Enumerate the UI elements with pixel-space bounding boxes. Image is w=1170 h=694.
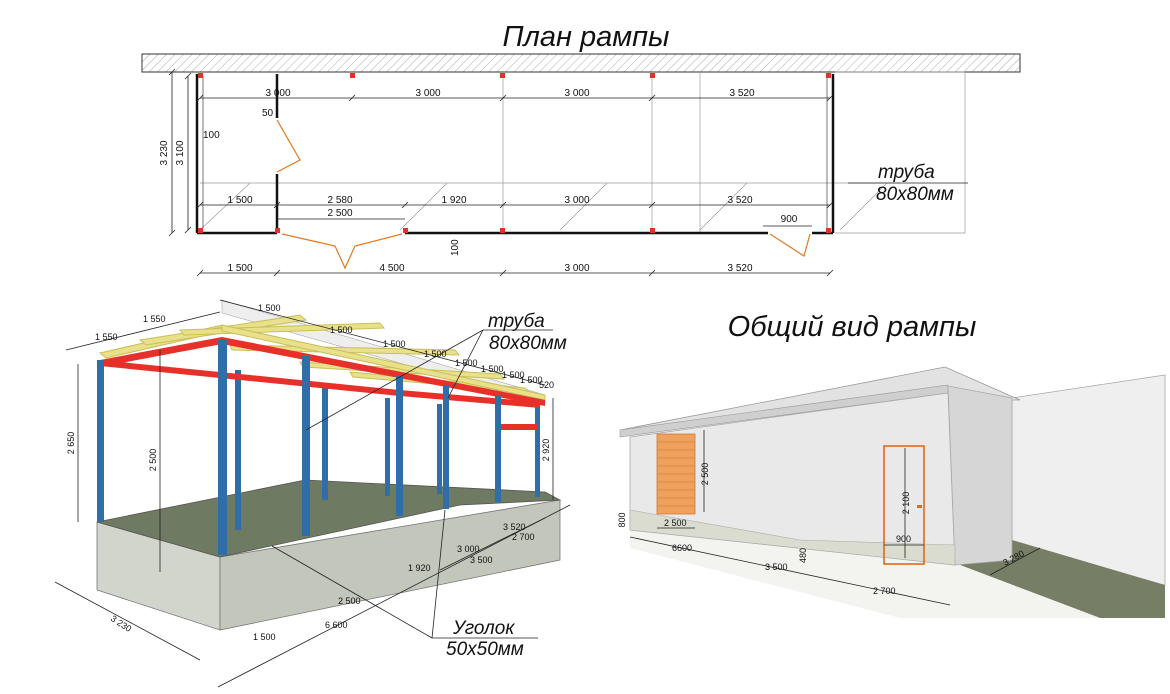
frame-base-side xyxy=(219,499,561,631)
frame-angle-callout-1: Уголок xyxy=(452,618,515,639)
frame-side-dim: 3 230 xyxy=(109,613,133,634)
plan-small-dim-100b: 100 xyxy=(450,239,461,256)
plan-pipe-callout-2: 80x80мм xyxy=(876,184,954,205)
view-dim-door-w: 900 xyxy=(896,534,911,544)
plan-canopy-outline xyxy=(835,71,966,234)
frame-bottom-dim-3: 6 600 xyxy=(325,620,348,630)
frame-height-dim-2920: 2 920 xyxy=(541,439,551,462)
frame-pipe-callout-1: труба xyxy=(488,311,545,332)
plan-title: План рампы xyxy=(503,21,670,53)
frame-bottom-dim-1: 1 920 xyxy=(408,563,431,573)
frame-bottom-dim-4: 1 500 xyxy=(253,632,276,642)
frame-angle-callout-2: 50x50мм xyxy=(446,639,524,660)
plan-diag-5 xyxy=(839,182,888,231)
plan-mid-dim-1: 1 500 xyxy=(227,195,252,206)
frame-top-dim-1: 1 550 xyxy=(95,332,118,342)
view-dim-480: 480 xyxy=(798,548,808,563)
frame-view: 1 550 1 550 1 500 1 500 1 500 1 500 1 50… xyxy=(54,299,571,688)
frame-pipe-callout-2: 80x80мм xyxy=(489,333,567,354)
plan-diag-4 xyxy=(699,182,748,231)
plan-mid-dim-5: 3 520 xyxy=(727,195,752,206)
general-view: Общий вид рампы 2 xyxy=(617,311,1166,618)
plan-dim-ticks xyxy=(168,68,834,277)
plan-top-dim-4: 3 520 xyxy=(729,88,754,99)
frame-pipe-leader-1 xyxy=(305,329,484,431)
view-dim-door-h: 2 100 xyxy=(901,492,911,515)
plan-mid-dim-3: 1 920 xyxy=(441,195,466,206)
plan-view: План рампы xyxy=(141,21,1021,277)
view-ground xyxy=(630,530,1100,618)
frame-right-dim-2: 3 000 xyxy=(457,544,480,554)
plan-front-door-swing xyxy=(769,233,811,257)
view-door-handle xyxy=(917,505,922,508)
frame-pipes xyxy=(100,337,545,430)
frame-top-dim-2: 1 550 xyxy=(143,314,166,324)
view-dim-3500: 3 500 xyxy=(765,562,788,572)
frame-top-dim-9: 1 500 xyxy=(502,370,525,380)
frame-pipe-leader-2 xyxy=(447,329,484,399)
plan-pipe-callout-1: труба xyxy=(878,162,935,183)
view-door xyxy=(883,445,925,565)
frame-top-dim-8: 1 500 xyxy=(481,364,504,374)
plan-diag-1 xyxy=(199,182,251,231)
frame-right-dim-3: 2 700 xyxy=(512,532,535,542)
frame-battens xyxy=(98,314,546,401)
plan-small-dim-100: 100 xyxy=(203,130,220,141)
view-dim-line-bottom xyxy=(629,536,951,606)
frame-top-dim-3: 1 500 xyxy=(258,303,281,313)
plan-diag-2 xyxy=(399,182,448,231)
frame-dim-line-top-left xyxy=(65,311,221,351)
view-dim-plinth: 800 xyxy=(617,512,627,527)
frame-back-posts xyxy=(235,370,540,530)
plan-top-dim-3: 3 000 xyxy=(564,88,589,99)
frame-top-dim-10: 1 500 xyxy=(520,375,543,385)
frame-dim-line-right xyxy=(439,517,546,571)
plan-bottom-dim-3: 3 000 xyxy=(564,263,589,274)
plan-mid-dim-2: 2 580 xyxy=(327,195,352,206)
frame-dim-line-bottom xyxy=(217,504,571,688)
frame-dim-line-top xyxy=(219,299,546,386)
frame-top-dim-11: 520 xyxy=(539,380,554,390)
plan-bottom-dim-2: 4 500 xyxy=(379,263,404,274)
plan-building-wall xyxy=(141,53,1021,73)
frame-top-dim-4: 1 500 xyxy=(330,325,353,335)
frame-angle-leader-1 xyxy=(271,545,433,639)
plan-posts xyxy=(198,73,831,233)
plan-bottom-dim-4: 3 520 xyxy=(727,263,752,274)
plan-left-dim-2: 3 100 xyxy=(175,140,186,165)
view-dim-6600: 6600 xyxy=(672,543,692,553)
plan-inner-door-swing xyxy=(276,119,301,173)
view-plinth xyxy=(629,509,956,566)
view-dim-gate-w: 2 500 xyxy=(664,518,687,528)
frame-height-dim-2650: 2 650 xyxy=(66,432,76,455)
view-dim-gate-h: 2 500 xyxy=(700,463,710,486)
frame-dim-line-side xyxy=(54,581,201,661)
plan-top-dim-1: 3 000 xyxy=(265,88,290,99)
frame-right-dim-4: 3 500 xyxy=(470,555,493,565)
plan-small-dim-50: 50 xyxy=(262,108,274,119)
view-dim-2700: 2 700 xyxy=(873,586,896,596)
frame-top-dim-5: 1 500 xyxy=(383,339,406,349)
frame-bottom-dim-2: 2 500 xyxy=(338,596,361,606)
plan-diag-3 xyxy=(559,182,608,231)
view-title: Общий вид рампы xyxy=(728,311,977,343)
frame-angle-leader-2 xyxy=(431,509,446,639)
frame-top-dim-6: 1 500 xyxy=(424,349,447,359)
plan-bottom-dim-1: 1 500 xyxy=(227,263,252,274)
plan-gate-swing xyxy=(281,233,403,270)
plan-left-dim-1: 3 230 xyxy=(159,140,170,165)
frame-right-dim-1: 3 520 xyxy=(503,522,526,532)
plan-inner-dim-1: 2 500 xyxy=(327,208,352,219)
frame-front-posts xyxy=(97,340,501,555)
frame-height-dim-2500: 2 500 xyxy=(148,449,158,472)
view-gate-slats xyxy=(657,441,695,507)
view-side-wall xyxy=(947,385,1013,566)
plan-door-dim: 900 xyxy=(781,214,798,225)
plan-mid-dim-4: 3 000 xyxy=(564,195,589,206)
view-dim-line-ramp xyxy=(989,547,1041,576)
plan-top-dim-2: 3 000 xyxy=(415,88,440,99)
